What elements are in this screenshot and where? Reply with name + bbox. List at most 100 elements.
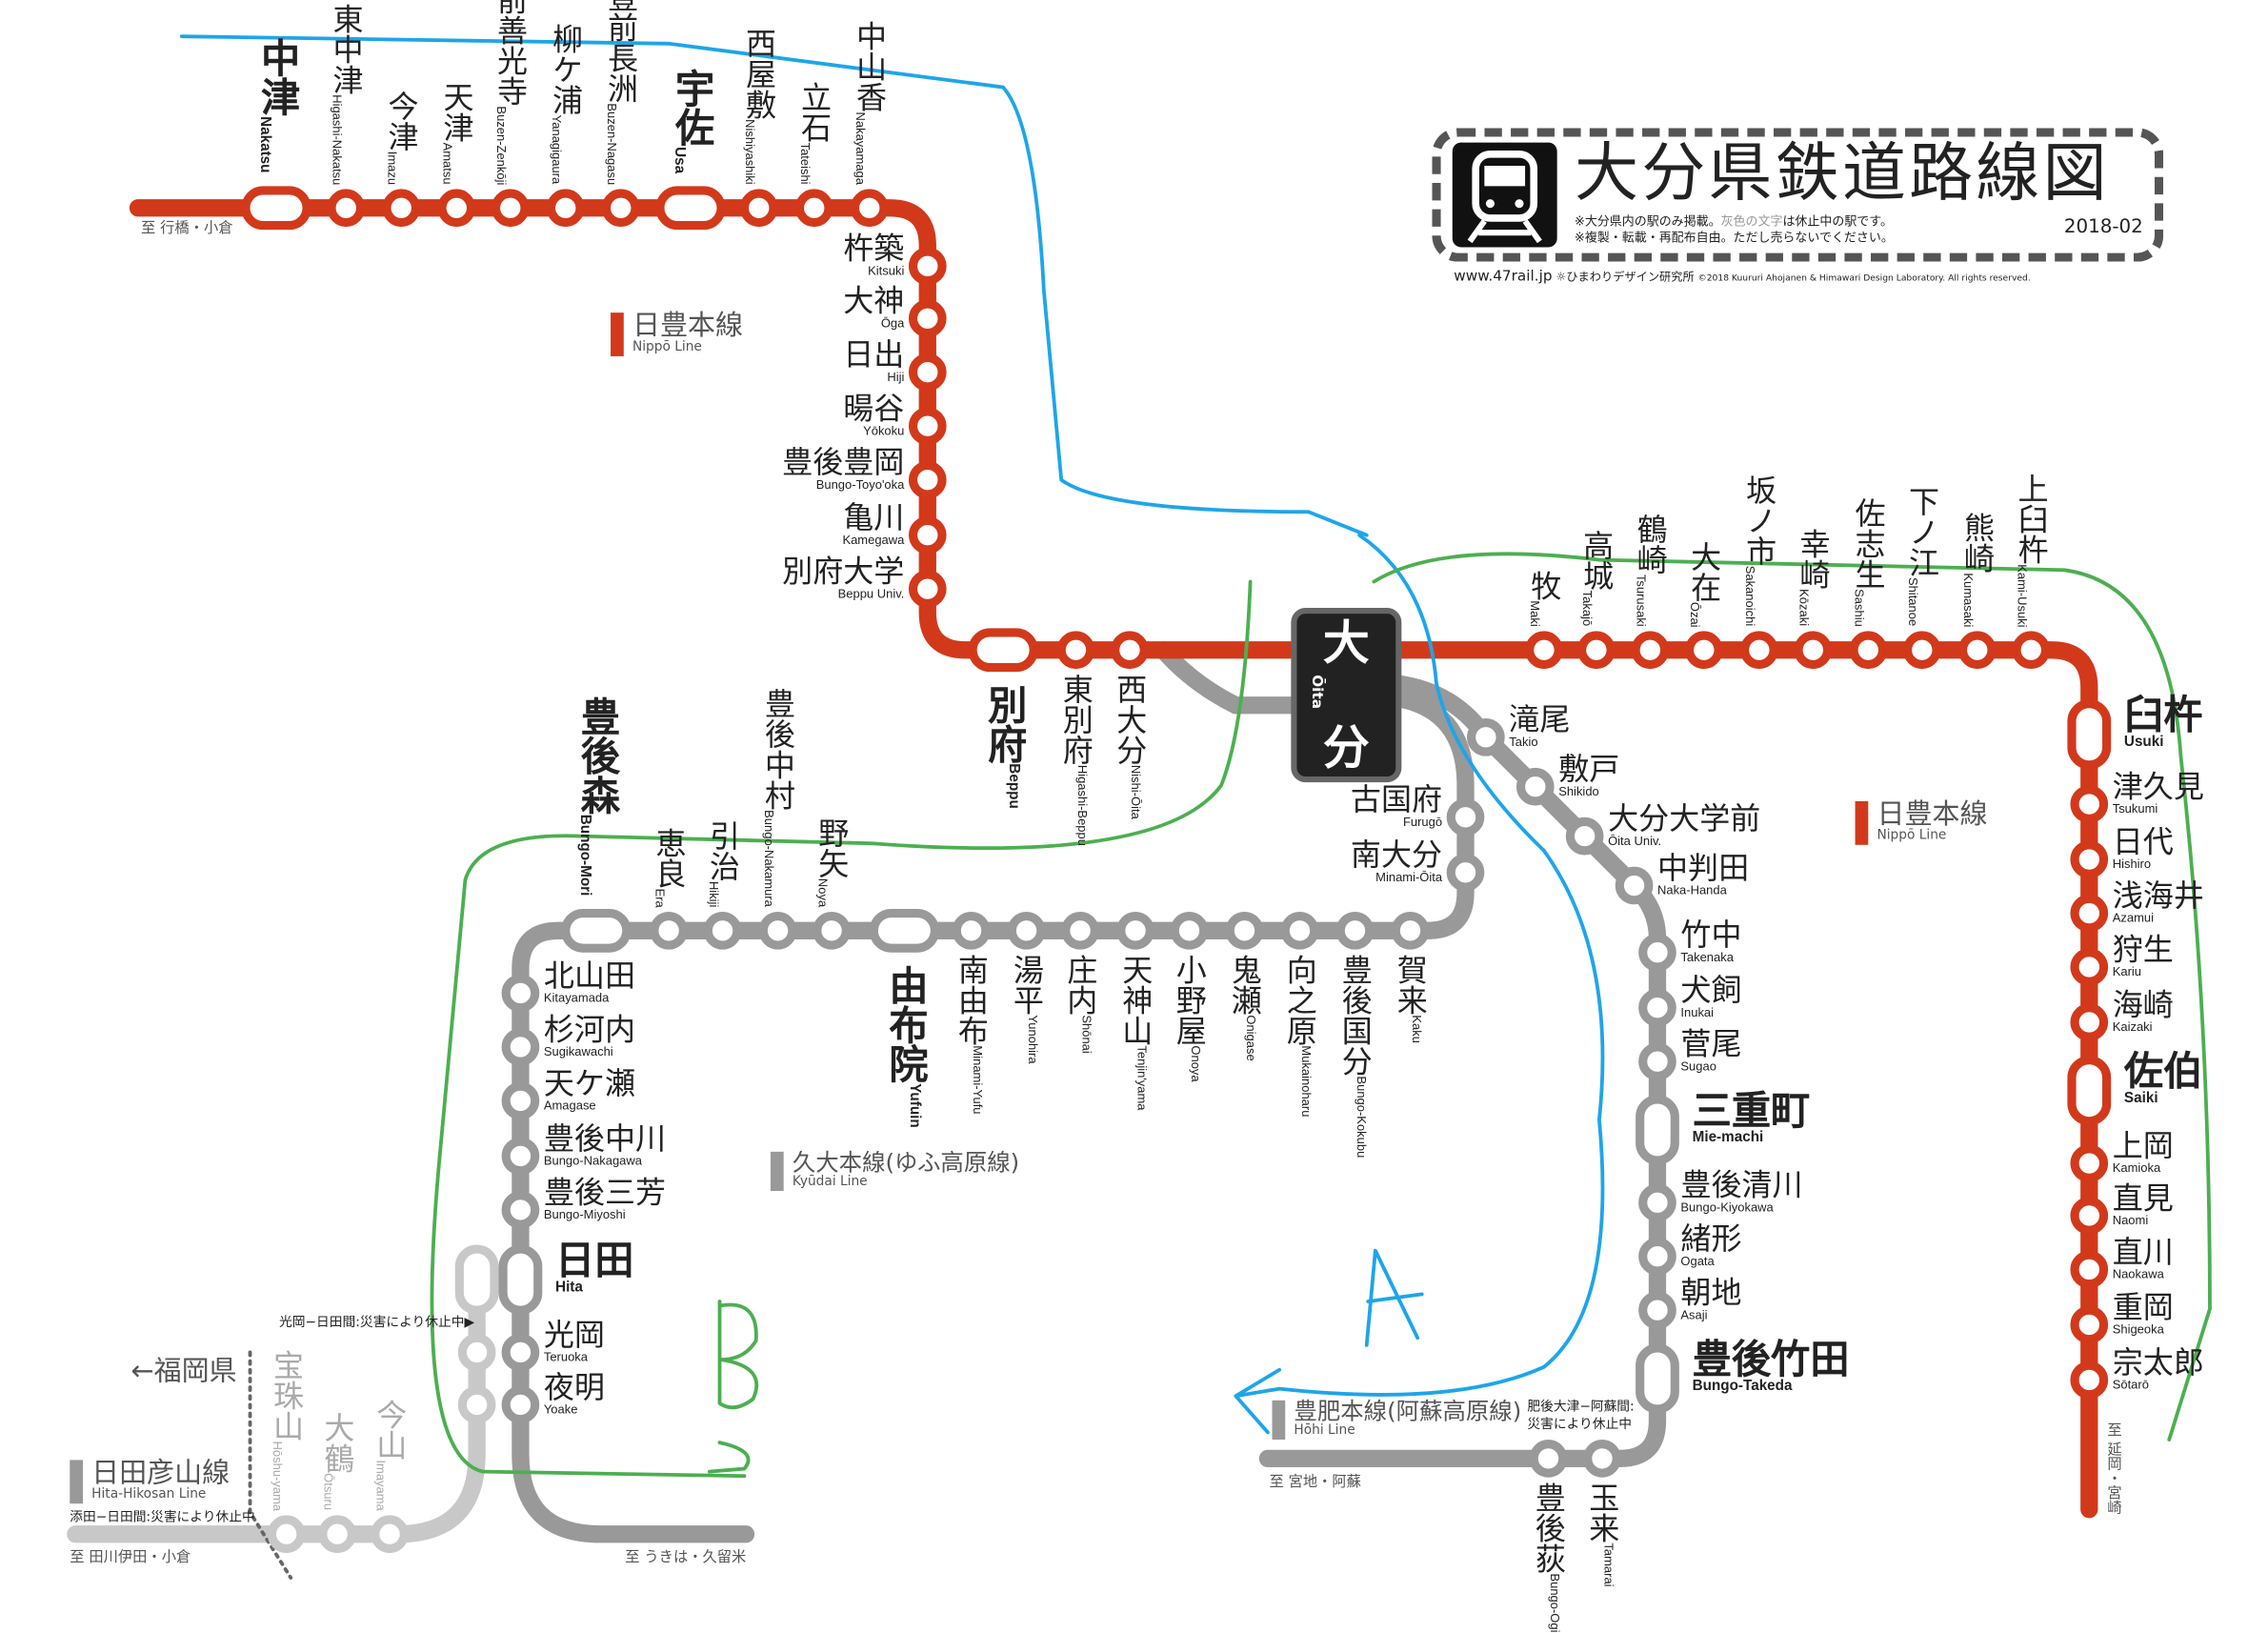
station-shigeoka-marker[interactable] xyxy=(2070,1305,2109,1344)
station-nakayamaga-marker[interactable] xyxy=(850,189,889,228)
station-azamui-marker[interactable] xyxy=(2070,894,2109,933)
station-sugikawachi-marker[interactable] xyxy=(501,1028,540,1066)
station-yanagigaura-marker[interactable] xyxy=(546,189,585,228)
station-y-koku-marker[interactable] xyxy=(908,407,947,446)
station-bungo-mori-marker[interactable] xyxy=(561,908,632,953)
station-usa-marker[interactable] xyxy=(655,186,726,231)
station-bungo-miyoshi-marker[interactable] xyxy=(501,1191,540,1229)
station-inukai-marker[interactable] xyxy=(1638,988,1676,1027)
station-mie-machi-marker[interactable] xyxy=(1636,1095,1679,1165)
station--ga-marker[interactable] xyxy=(908,299,947,338)
station-yufuin-marker[interactable] xyxy=(869,908,939,953)
station-higashi-nakatsu-marker[interactable] xyxy=(327,189,366,228)
site-link[interactable]: www.47rail.jp xyxy=(1454,269,1553,286)
station-beppu-marker[interactable] xyxy=(968,628,1038,673)
station-hikiji-marker[interactable] xyxy=(703,911,742,950)
station-amatsu-marker[interactable] xyxy=(437,189,476,228)
station-kamegawa-marker[interactable] xyxy=(908,515,947,554)
station-beppu-univ--marker[interactable] xyxy=(908,570,947,608)
station-kaku-marker[interactable] xyxy=(1391,911,1430,950)
station-higashi-beppu-marker[interactable] xyxy=(1056,631,1095,670)
station-hita-marker[interactable] xyxy=(498,1244,543,1315)
station--zai-marker[interactable] xyxy=(1684,631,1723,670)
station-onigase-marker[interactable] xyxy=(1225,911,1264,950)
station-bungo-takeda-marker[interactable] xyxy=(1636,1343,1679,1414)
station-bungo-toyo-oka-marker[interactable] xyxy=(908,460,947,499)
station-minami-yufu-marker[interactable] xyxy=(952,911,991,950)
station-sh-nai-marker[interactable] xyxy=(1061,911,1099,950)
station-asaji-marker[interactable] xyxy=(1638,1291,1676,1330)
station--tsuru-marker[interactable] xyxy=(318,1515,356,1554)
station-minami-ita-marker[interactable] xyxy=(1446,853,1485,892)
station-takio-marker[interactable] xyxy=(1467,717,1505,756)
station-naka-handa-marker[interactable] xyxy=(1615,866,1654,905)
station-bungo-kiyokawa-marker[interactable] xyxy=(1638,1183,1676,1222)
station-kumasaki-marker[interactable] xyxy=(1957,631,1997,670)
station-takaj--marker[interactable] xyxy=(1577,631,1616,670)
station-tamarai-marker[interactable] xyxy=(1583,1440,1621,1478)
station-oita[interactable]: 大 Ōita 分 xyxy=(1291,607,1402,783)
station-tateishi-marker[interactable] xyxy=(794,189,833,228)
station-tenjin-yama-marker[interactable] xyxy=(1116,911,1154,950)
station-yunohira-marker[interactable] xyxy=(1007,911,1046,950)
station-nishiyashiki-marker[interactable] xyxy=(739,189,778,228)
station-sakanoichi-marker[interactable] xyxy=(1739,631,1778,670)
station-tsukumi-marker[interactable] xyxy=(2070,785,2109,823)
station-s-tar--marker[interactable] xyxy=(2070,1361,2109,1400)
station-kariu-marker[interactable] xyxy=(2070,948,2109,986)
station-amagase-marker[interactable] xyxy=(501,1081,540,1120)
station-hiji-marker[interactable] xyxy=(908,353,947,392)
station-mukainoharu-marker[interactable] xyxy=(1280,911,1319,950)
